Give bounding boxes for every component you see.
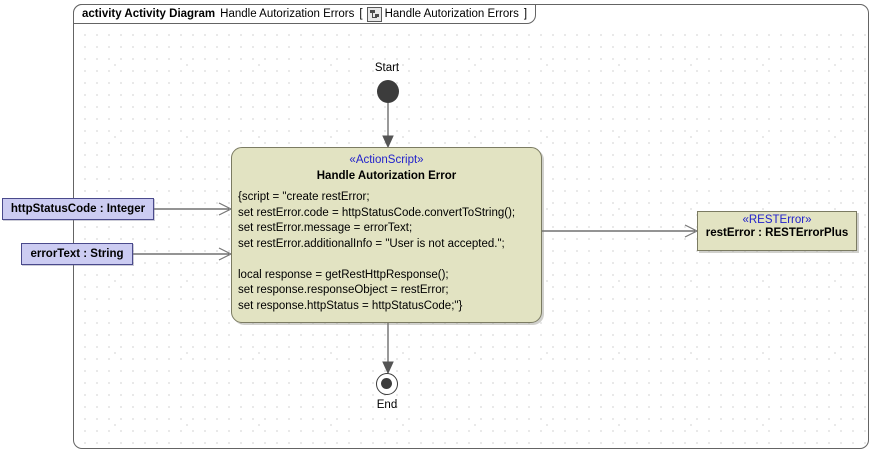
parameter-httpstatuscode[interactable]: httpStatusCode : Integer	[2, 198, 154, 220]
action-node[interactable]: «ActionScript» Handle Autorization Error…	[231, 147, 542, 323]
frame-keyword: activity Activity Diagram	[82, 8, 216, 20]
end-node-label: End	[376, 399, 398, 411]
end-node[interactable]	[376, 373, 398, 395]
action-stereotype: «ActionScript»	[349, 154, 424, 166]
frame-qualified-name: Handle Autorization Errors	[384, 8, 519, 20]
action-script-body: {script = "create restError; set restErr…	[238, 191, 516, 312]
frame-name: Handle Autorization Errors	[220, 8, 355, 20]
output-object-resterror[interactable]: «RESTError» restError : RESTErrorPlus	[697, 211, 857, 251]
start-node[interactable]	[377, 80, 399, 103]
frame-header[interactable]: activity Activity Diagram Handle Autoriz…	[73, 4, 537, 24]
bracket-close: ]	[523, 8, 528, 20]
parameter-errortext[interactable]: errorText : String	[21, 243, 133, 265]
end-node-inner	[381, 378, 392, 389]
output-object-label: restError : RESTErrorPlus	[705, 227, 849, 239]
activity-diagram-icon	[366, 6, 382, 22]
bracket-open: [	[359, 8, 363, 20]
action-title: Handle Autorization Error	[316, 170, 457, 182]
start-node-label: Start	[374, 62, 400, 74]
output-object-stereotype: «RESTError»	[742, 214, 812, 226]
